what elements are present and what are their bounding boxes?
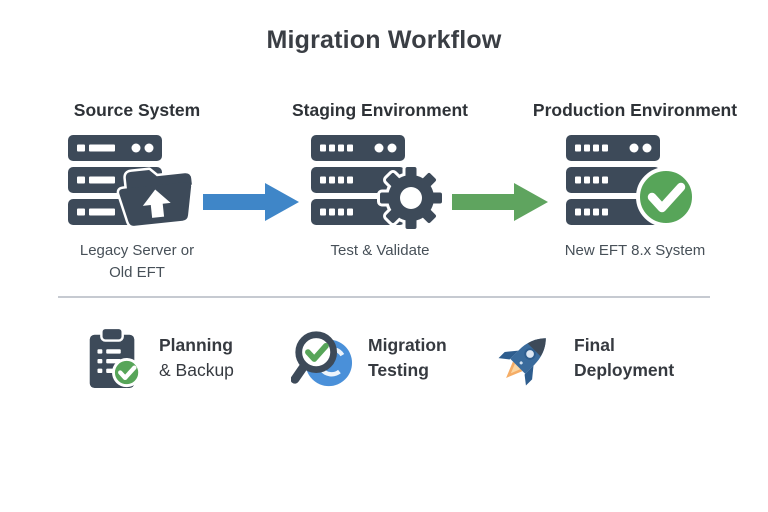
step-final-deployment: Final Deployment — [497, 326, 674, 390]
magnifier-check-icon — [290, 326, 353, 390]
stage-caption: Legacy Server or Old EFT — [79, 242, 195, 281]
server-folder-upload-icon — [27, 135, 247, 231]
diagram-title: Migration Workflow — [266, 26, 502, 54]
stage-source-system: Source System — [27, 100, 247, 284]
step-label: Planning & Backup — [159, 335, 234, 380]
stage-caption: Test & Validate — [330, 242, 430, 259]
clipboard-check-icon — [82, 326, 144, 390]
step-label: Final Deployment — [574, 335, 675, 380]
server-gear-icon — [270, 135, 490, 231]
stage-production-environment: Production Environment New EFT 8.x — [518, 100, 752, 262]
section-divider — [58, 296, 710, 298]
stage-staging-environment: Staging Environment — [270, 100, 490, 262]
stage-heading: Staging Environment — [292, 100, 468, 120]
step-label: Migration Testing — [368, 335, 447, 380]
rocket-icon — [497, 326, 559, 390]
arrow-source-to-staging-icon — [203, 181, 300, 223]
server-check-icon — [518, 135, 752, 231]
step-planning-backup: Planning & Backup — [82, 326, 234, 390]
stage-caption: New EFT 8.x System — [564, 242, 706, 259]
step-migration-testing: Migration Testing — [290, 326, 447, 390]
stage-heading: Production Environment — [532, 100, 738, 120]
arrow-staging-to-production-icon — [452, 181, 549, 223]
stage-heading: Source System — [73, 100, 201, 120]
